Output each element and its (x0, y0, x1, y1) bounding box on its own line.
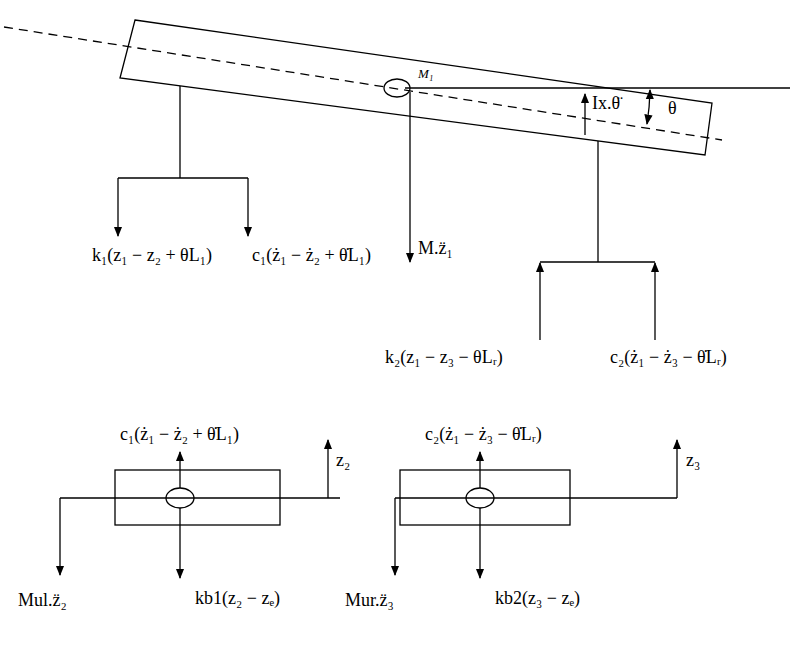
equation-label: Mur.z̈₃ (345, 590, 394, 612)
equation-label: c₂(ż₁ − ż₃ − θ̇Lᵣ) (610, 347, 727, 369)
equation-label: kb2(z₃ − zₑ) (495, 588, 580, 610)
equation-label: kb1(z₂ − zₑ) (195, 588, 280, 610)
equation-label: c₂(ż₁ − ż₃ − θ̇Lᵣ) (425, 424, 542, 446)
equation-label: M₁ (418, 66, 433, 82)
angle-arc (647, 90, 650, 124)
body-axis (4, 27, 722, 140)
equation-label: M.z̈₁ (418, 238, 453, 260)
equation-label: θ (668, 98, 677, 120)
equation-label: k₂(z₁ − z₃ − θLᵣ) (385, 347, 503, 369)
equation-label: c₁(ż₁ − ż₂ + θ̇L₁) (252, 245, 371, 267)
reference-line (405, 87, 790, 88)
equation-label: Mul.z̈₂ (18, 590, 67, 612)
equation-label: Ix.θ̈ (592, 93, 620, 115)
equation-label: z₃ (686, 450, 700, 472)
equation-label: k₁(z₁ − z₂ + θL₁) (92, 245, 212, 267)
force-arrow (409, 92, 410, 262)
moment-arrow (584, 94, 585, 135)
equation-label: z₂ (336, 450, 350, 472)
equation-label: c₁(ż₁ − ż₂ + θ̇L₁) (120, 424, 239, 446)
